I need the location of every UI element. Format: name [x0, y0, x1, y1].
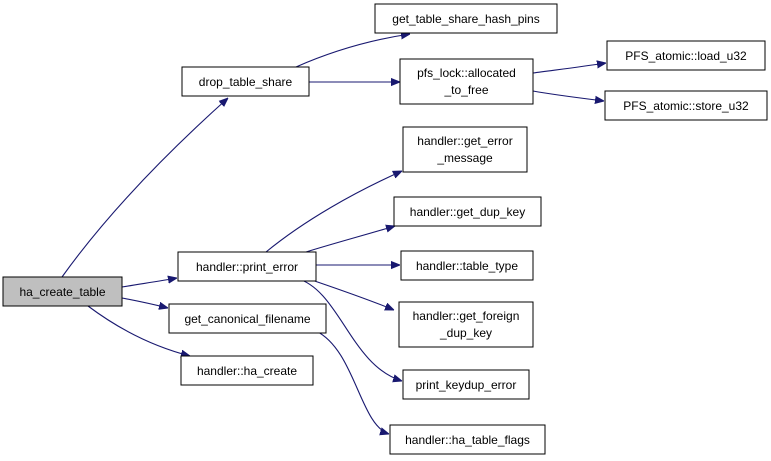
node-print-keydup-error[interactable]: print_keydup_error	[402, 369, 530, 400]
edge-print-error-to-get-dup-key	[305, 226, 395, 253]
node-get-table-share-hash-pins-label: get_table_share_hash_pins	[392, 12, 539, 26]
node-handler-get-error-message-label-1: handler::get_error	[417, 134, 512, 148]
node-handler-get-foreign-dup-key-label-2: _dup_key	[439, 326, 492, 340]
node-print-keydup-error-label: print_keydup_error	[416, 378, 517, 392]
edge-ha-create-table-to-ha-create	[87, 305, 190, 356]
node-handler-get-error-message[interactable]: handler::get_error _message	[402, 126, 528, 173]
node-pfs-lock-allocated-to-free-label-1: pfs_lock::allocated	[417, 66, 516, 80]
node-handler-table-type[interactable]: handler::table_type	[400, 250, 534, 281]
node-ha-create-table-label: ha_create_table	[19, 285, 105, 299]
node-handler-get-dup-key[interactable]: handler::get_dup_key	[393, 196, 542, 227]
node-handler-get-dup-key-label: handler::get_dup_key	[410, 205, 525, 219]
edge-print-error-to-get-error-message	[265, 170, 402, 253]
node-pfs-atomic-load-u32[interactable]: PFS_atomic::load_u32	[606, 40, 766, 71]
node-drop-table-share-label: drop_table_share	[199, 75, 293, 89]
edge-drop-table-share-to-hash-pins	[295, 34, 410, 68]
node-pfs-atomic-store-u32-label: PFS_atomic::store_u32	[623, 99, 749, 113]
node-get-canonical-filename[interactable]: get_canonical_filename	[168, 303, 327, 334]
node-get-canonical-filename-label: get_canonical_filename	[184, 312, 310, 326]
edge-ha-create-table-to-drop-table-share	[61, 98, 228, 278]
node-handler-get-foreign-dup-key[interactable]: handler::get_foreign _dup_key	[398, 301, 534, 348]
node-handler-get-foreign-dup-key-label-1: handler::get_foreign	[413, 309, 520, 323]
node-drop-table-share[interactable]: drop_table_share	[181, 66, 310, 97]
node-pfs-atomic-store-u32[interactable]: PFS_atomic::store_u32	[604, 90, 768, 121]
node-pfs-lock-allocated-to-free-label-2: _to_free	[443, 83, 488, 97]
node-handler-print-error-label: handler::print_error	[196, 260, 298, 274]
node-handler-ha-create-label: handler::ha_create	[197, 364, 297, 378]
node-handler-get-error-message-label-2: _message	[436, 151, 493, 165]
edge-get-canonical-filename-to-ha-table-flags	[315, 330, 389, 434]
node-get-table-share-hash-pins[interactable]: get_table_share_hash_pins	[374, 3, 558, 34]
node-handler-ha-table-flags-label: handler::ha_table_flags	[405, 433, 530, 447]
node-handler-ha-create[interactable]: handler::ha_create	[180, 355, 314, 386]
edge-allocated-to-free-to-load-u32	[532, 63, 606, 74]
node-handler-ha-table-flags[interactable]: handler::ha_table_flags	[389, 424, 546, 455]
node-handler-print-error[interactable]: handler::print_error	[177, 251, 317, 282]
edge-print-error-to-print-keydup-error	[295, 277, 402, 381]
node-pfs-lock-allocated-to-free[interactable]: pfs_lock::allocated _to_free	[399, 58, 534, 105]
node-ha-create-table[interactable]: ha_create_table	[2, 276, 123, 307]
node-handler-table-type-label: handler::table_type	[416, 259, 518, 273]
edge-ha-create-table-to-get-canonical-filename	[121, 297, 168, 308]
node-pfs-atomic-load-u32-label: PFS_atomic::load_u32	[625, 49, 747, 63]
edge-ha-create-table-to-print-error	[121, 278, 177, 288]
edge-allocated-to-free-to-store-u32	[532, 90, 604, 101]
